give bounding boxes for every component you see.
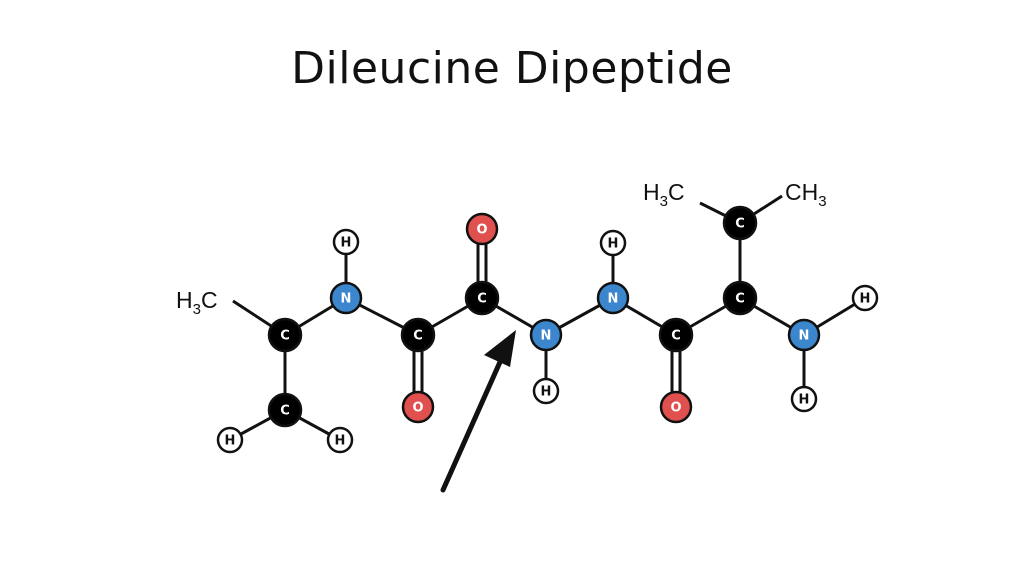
atom-label: C [280,404,290,419]
atom-circle [851,284,879,312]
atom-circle [401,390,435,424]
atom-circle [722,205,758,241]
atom-circle [532,377,560,405]
hydrogen-atom: H [790,385,818,413]
atom-label: C [280,329,290,344]
atom-label: C [735,292,745,307]
atom-circle [326,426,354,454]
atom-circle [787,318,821,352]
atom-circle [329,281,363,315]
atom-label: H [860,292,871,307]
carbon-atom: C [722,205,758,241]
atom-label: H [541,385,552,400]
atom-label: C [477,292,487,307]
carbon-atom: C [658,317,694,353]
atom-circle [658,317,694,353]
hydrogen-atom: H [332,228,360,256]
methyl-group-left: H3C [176,287,218,318]
atom-label: O [412,401,423,416]
hydrogen-atom: H [599,229,627,257]
oxygen-atom: O [401,390,435,424]
atom-label: N [541,329,552,344]
atom-circle [722,280,758,316]
atom-circle [465,212,499,246]
atom-label: H [225,434,236,449]
nitrogen-atom: N [529,318,563,352]
carbon-atom: C [400,317,436,353]
atom-circle [464,280,500,316]
atom-circle [659,390,693,424]
atom-label: H [799,393,810,408]
atom-label: H [335,434,346,449]
nitrogen-atom: N [596,281,630,315]
hydrogen-atom: H [851,284,879,312]
atom-label: C [413,329,423,344]
hydrogen-atom: H [532,377,560,405]
carbon-atom: C [267,392,303,428]
atom-circle [790,385,818,413]
atom-circle [596,281,630,315]
atom-circle [400,317,436,353]
hydrogen-atom: H [216,426,244,454]
methyl-group-top-right: CH3 [785,179,827,210]
atom-circle [267,392,303,428]
atoms: C C H H N H C O C O N H N H C O C C N H H [216,205,879,454]
carbon-atom: C [464,280,500,316]
atom-circle [216,426,244,454]
atom-label: O [476,223,487,238]
atom-circle [599,229,627,257]
oxygen-atom: O [659,390,693,424]
atom-circle [267,317,303,353]
nitrogen-atom: N [329,281,363,315]
atom-label: H [608,237,619,252]
atom-circle [332,228,360,256]
carbon-atom: C [267,317,303,353]
diagram-title: Dileucine Dipeptide [291,43,733,94]
nitrogen-atom: N [787,318,821,352]
arrow-icon [440,330,516,493]
atom-label: H [341,236,352,251]
atom-circle [529,318,563,352]
methyl-group-top-left: H3C [643,179,685,210]
atom-label: C [735,217,745,232]
atom-label: N [799,329,810,344]
atom-label: C [671,329,681,344]
atom-label: N [341,292,352,307]
oxygen-atom: O [465,212,499,246]
atom-label: N [608,292,619,307]
hydrogen-atom: H [326,426,354,454]
carbon-atom: C [722,280,758,316]
atom-label: O [670,401,681,416]
